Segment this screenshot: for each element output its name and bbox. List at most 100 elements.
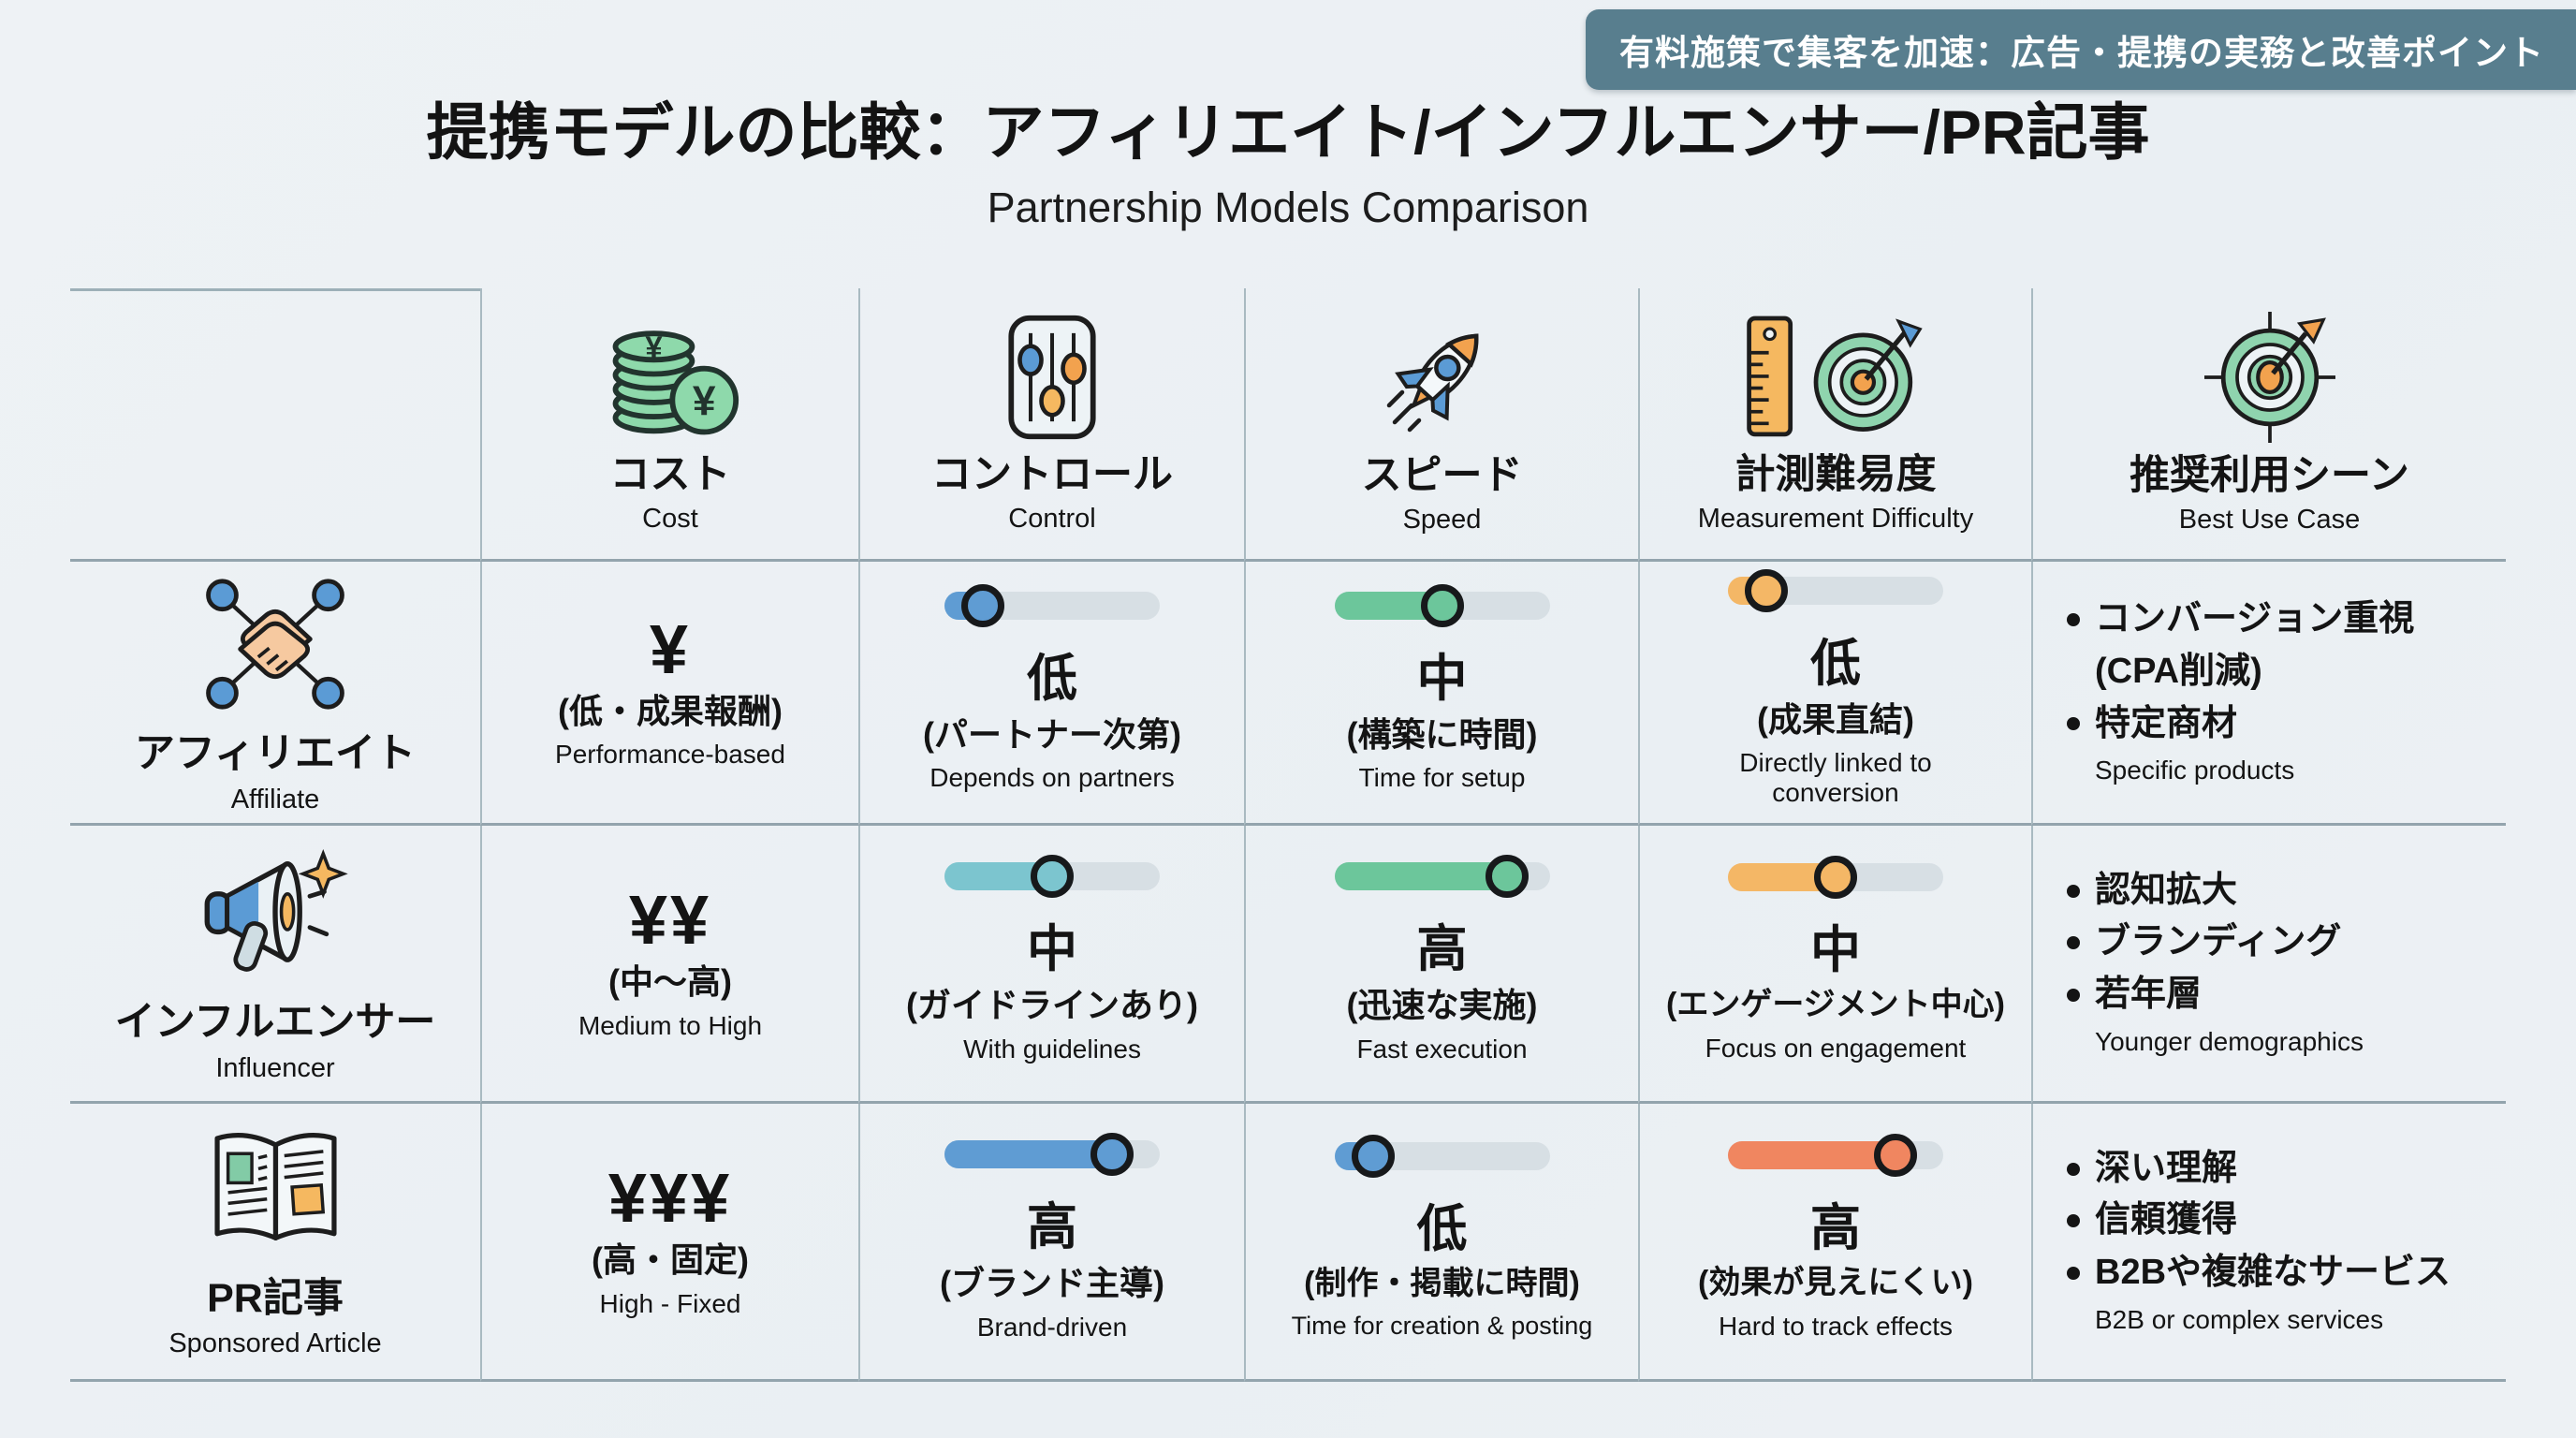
slider-knob[interactable] (1031, 855, 1074, 899)
control-slider[interactable] (944, 855, 1160, 899)
column-title: 推奨利用シーン (2130, 453, 2409, 499)
cell-pr-control: 高 (ブランド主導) Brand-driven (858, 1104, 1244, 1382)
note-en: Hard to track effects (1718, 1311, 1954, 1341)
slider-knob[interactable] (1420, 583, 1464, 627)
note-en: Depends on partners (929, 763, 1175, 793)
cell-influencer-best-use: 認知拡大 ブランディング 若年層 Younger demographics (2031, 826, 2506, 1104)
row-subtitle: Affiliate (230, 784, 320, 814)
corner-cell (70, 288, 480, 562)
bullet-dot-icon (2067, 988, 2080, 1002)
use-case-item: 特定商材 (2067, 703, 2237, 746)
note-jp: (パートナー次第) (923, 714, 1181, 754)
note-jp: (構築に時間) (1346, 714, 1538, 754)
note-en: Time for creation & posting (1291, 1312, 1593, 1341)
cost-note-en: High - Fixed (599, 1288, 741, 1318)
note-jp: (迅速な実施) (1346, 986, 1538, 1025)
use-case-item-en: Younger demographics (2095, 1026, 2364, 1056)
cell-influencer-control: 中 (ガイドラインあり) With guidelines (858, 826, 1244, 1104)
cell-affiliate-cost: ¥ (低・成果報酬) Performance-based (480, 562, 858, 826)
sliders-icon (1008, 315, 1096, 440)
speed-slider[interactable] (1334, 855, 1550, 899)
note-en: Fast execution (1356, 1034, 1528, 1064)
row-title: アフィリエイト (134, 731, 417, 777)
row-label-sponsored-article: PR記事 Sponsored Article (70, 1104, 480, 1382)
use-case-item: ブランディング (2067, 921, 2341, 964)
rocket-icon (1386, 333, 1478, 433)
column-title: コスト (609, 452, 731, 498)
slider-knob[interactable] (1814, 856, 1857, 900)
svg-text:¥: ¥ (693, 378, 716, 424)
control-slider[interactable] (944, 1133, 1160, 1177)
use-case-item: 深い理解 (2067, 1148, 2237, 1191)
cell-affiliate-best-use: コンバージョン重視 (CPA削減) 特定商材 Specific products (2031, 562, 2506, 826)
cost-note-en: Performance-based (555, 740, 785, 770)
cell-affiliate-speed: 中 (構築に時間) Time for setup (1244, 562, 1638, 826)
cell-influencer-measurement: 中 (エンゲージメント中心) Focus on engagement (1638, 826, 2031, 1104)
cost-note-jp: (低・成果報酬) (558, 691, 783, 730)
note-jp: (成果直結) (1757, 699, 1914, 739)
bullet-dot-icon (2067, 1266, 2080, 1280)
measurement-slider[interactable] (1728, 1134, 1943, 1178)
column-subtitle: Best Use Case (2178, 504, 2361, 535)
bullet-dot-icon (2067, 717, 2080, 731)
bullet-dot-icon (2067, 1162, 2080, 1176)
cost-note-jp: (高・固定) (592, 1240, 749, 1280)
use-case-item: (CPA削減) (2095, 651, 2262, 691)
slider-knob[interactable] (1486, 855, 1530, 899)
column-title: コントロール (931, 452, 1173, 498)
level-jp: 低 (1810, 635, 1861, 692)
cost-symbol: ¥ (649, 609, 692, 688)
level-jp: 高 (1416, 921, 1468, 978)
measurement-slider[interactable] (1728, 856, 1943, 900)
note-jp: (効果が見えにくい) (1698, 1265, 1973, 1301)
bullet-dot-icon (2067, 1214, 2080, 1228)
control-slider[interactable] (944, 583, 1160, 627)
handshake-network-icon (206, 579, 344, 710)
bullet-dot-icon (2067, 613, 2080, 627)
note-jp: (エンゲージメント中心) (1666, 987, 2005, 1023)
column-header-control: コントロール Control (858, 288, 1244, 562)
column-title: 計測難易度 (1734, 452, 1937, 498)
cost-note-jp: (中〜高) (608, 962, 732, 1002)
cost-symbol: ¥¥¥ (607, 1159, 733, 1238)
column-header-speed: スピード Speed (1244, 288, 1638, 562)
speed-slider[interactable] (1334, 1134, 1550, 1178)
measurement-slider[interactable] (1728, 568, 1943, 612)
page-title: 提携モデルの比較：アフィリエイト/インフルエンサー/PR記事 (426, 97, 2150, 167)
cell-pr-cost: ¥¥¥ (高・固定) High - Fixed (480, 1104, 858, 1382)
cost-symbol: ¥¥ (628, 881, 712, 960)
slider-knob[interactable] (961, 583, 1005, 627)
row-subtitle: Sponsored Article (168, 1328, 382, 1359)
bullet-dot-icon (2067, 884, 2080, 898)
slider-knob[interactable] (1745, 568, 1789, 612)
cell-pr-speed: 低 (制作・掲載に時間) Time for creation & posting (1244, 1104, 1638, 1382)
open-book-icon (213, 1132, 337, 1240)
use-case-item: 認知拡大 (2067, 870, 2237, 913)
row-title: PR記事 (207, 1275, 344, 1321)
row-label-affiliate: アフィリエイト Affiliate (70, 562, 480, 826)
ruler-target-icon (1747, 315, 1923, 437)
slider-knob[interactable] (1351, 1134, 1395, 1178)
level-jp: 低 (1416, 1200, 1468, 1257)
slider-knob[interactable] (1874, 1134, 1918, 1178)
speed-slider[interactable] (1334, 583, 1550, 627)
level-jp: 中 (1416, 650, 1468, 707)
column-subtitle: Measurement Difficulty (1697, 503, 1974, 534)
bullet-dot-icon (2067, 936, 2080, 950)
cell-affiliate-measurement: 低 (成果直結) Directly linked to conversion (1638, 562, 2031, 826)
cell-influencer-cost: ¥¥ (中〜高) Medium to High (480, 826, 858, 1104)
column-subtitle: Cost (642, 503, 698, 534)
use-case-item: コンバージョン重視 (2067, 598, 2414, 641)
note-en: With guidelines (963, 1034, 1141, 1064)
row-title: インフルエンサー (114, 1000, 436, 1046)
use-case-item: 若年層 (2067, 974, 2202, 1017)
note-jp: (ガイドラインあり) (906, 986, 1198, 1025)
megaphone-icon (204, 849, 348, 973)
header-badge: 有料施策で集客を加速：広告・提携の実務と改善ポイント (1586, 9, 2576, 90)
note-en: Brand-driven (976, 1312, 1128, 1342)
comparison-table: ¥ ¥ コスト Cost コントロール Control (70, 288, 2506, 1382)
cell-pr-best-use: 深い理解 信頼獲得 B2Bや複雑なサービス B2B or complex ser… (2031, 1104, 2506, 1382)
slider-knob[interactable] (1090, 1133, 1134, 1177)
level-jp: 高 (1027, 1199, 1077, 1256)
